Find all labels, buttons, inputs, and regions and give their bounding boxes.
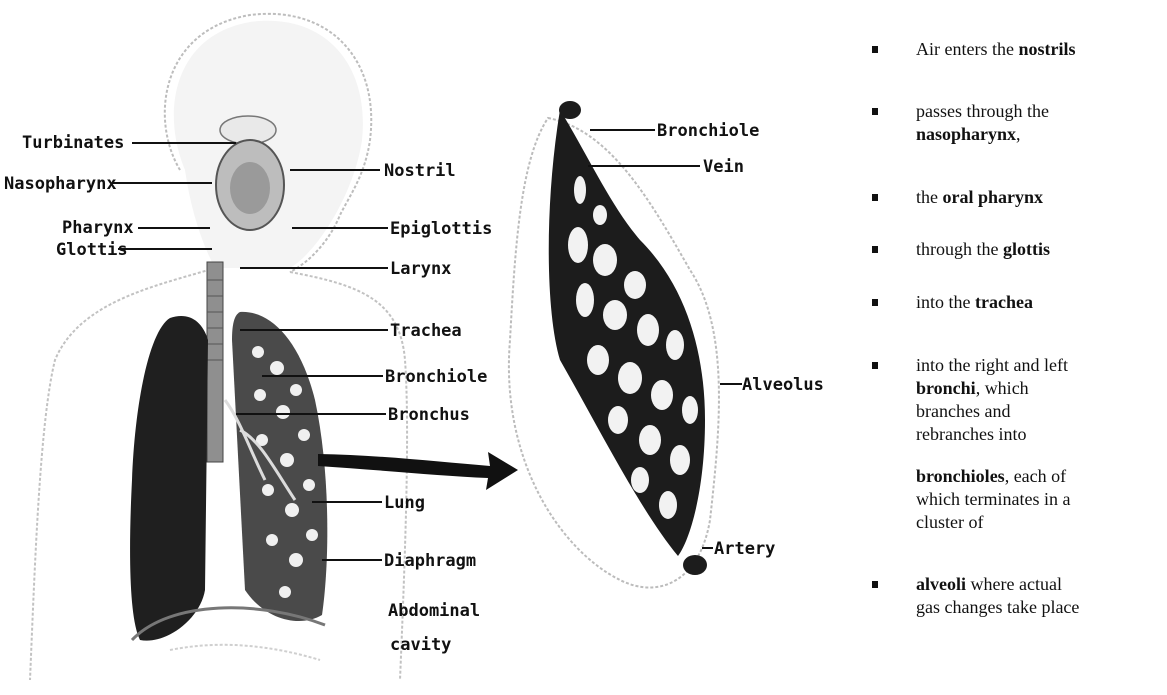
right-lung [232, 312, 327, 621]
step-text: passes through the nasopharynx, [916, 100, 1156, 146]
step-fragment: where actual [966, 574, 1062, 594]
step-fragment: Air enters the [916, 39, 1018, 59]
step-keyword: alveoli [916, 574, 966, 594]
head-fill [174, 21, 363, 268]
step-keyword: nostrils [1018, 39, 1075, 59]
step-fragment: through the [916, 239, 1003, 259]
human-torso-figure [30, 14, 407, 680]
label-alveolus: Alveolus [742, 375, 824, 395]
oral-cavity-detail [230, 162, 270, 214]
step-fragment: into the [916, 292, 975, 312]
step-text: into the right and left bronchi, which bra… [916, 354, 1156, 446]
arrow-icon [318, 452, 518, 490]
step-fragment: branches and [916, 401, 1010, 421]
abdominal-cavity-shape [170, 645, 320, 660]
label-pharynx: Pharynx [62, 218, 134, 238]
label-cavity: cavity [390, 635, 451, 655]
step-fragment: the [916, 187, 943, 207]
bullet-icon [872, 194, 878, 201]
step-text: into the trachea [916, 291, 1156, 314]
label-trachea: Trachea [390, 321, 462, 341]
vein-end [559, 101, 581, 119]
bullet-icon [872, 299, 878, 306]
step-text: bronchioles, each of which terminates in … [916, 465, 1156, 534]
step-keyword: bronchioles [916, 466, 1005, 486]
step-keyword: trachea [975, 292, 1033, 312]
step-fragment: , which [976, 378, 1029, 398]
bullet-icon [872, 46, 878, 53]
step-fragment: gas changes take place [916, 597, 1079, 617]
label-lung: Lung [384, 493, 425, 513]
label-turbinates: Turbinates [22, 133, 124, 153]
step-keyword: oral pharynx [943, 187, 1044, 207]
artery-end [683, 555, 707, 575]
step-text: the oral pharynx [916, 186, 1156, 209]
label-bronchiole-right: Bronchiole [657, 121, 759, 141]
step-fragment: which terminates in a [916, 489, 1070, 509]
label-bronchus: Bronchus [388, 405, 470, 425]
alveolar-cluster-figure [509, 101, 719, 588]
step-keyword: glottis [1003, 239, 1050, 259]
step-keyword: bronchi [916, 378, 976, 398]
label-nostril: Nostril [384, 161, 456, 181]
bullet-icon [872, 108, 878, 115]
step-text: alveoli where actual gas changes take pla… [916, 573, 1156, 619]
trachea-shape [207, 262, 223, 462]
label-larynx: Larynx [390, 259, 451, 279]
step-keyword: nasopharynx [916, 124, 1016, 144]
label-vein: Vein [703, 157, 744, 177]
label-diaphragm: Diaphragm [384, 551, 476, 571]
label-artery: Artery [714, 539, 775, 559]
label-epiglottis: Epiglottis [390, 219, 492, 239]
step-fragment: , [1016, 124, 1021, 144]
step-fragment: passes through the [916, 101, 1049, 121]
step-fragment: cluster of [916, 512, 983, 532]
step-fragment: , each of [1005, 466, 1066, 486]
step-fragment: into the right and left [916, 355, 1068, 375]
bullet-icon [872, 246, 878, 253]
left-lung [130, 316, 208, 641]
label-glottis: Glottis [56, 240, 128, 260]
bullet-icon [872, 362, 878, 369]
label-nasopharynx: Nasopharynx [4, 174, 117, 194]
bullet-icon [872, 581, 878, 588]
label-bronchiole-left: Bronchiole [385, 367, 487, 387]
step-text: through the glottis [916, 238, 1156, 261]
capillary-network [549, 110, 705, 556]
step-text: Air enters the nostrils [916, 38, 1156, 61]
step-fragment: rebranches into [916, 424, 1026, 444]
label-abdominal: Abdominal [388, 601, 480, 621]
